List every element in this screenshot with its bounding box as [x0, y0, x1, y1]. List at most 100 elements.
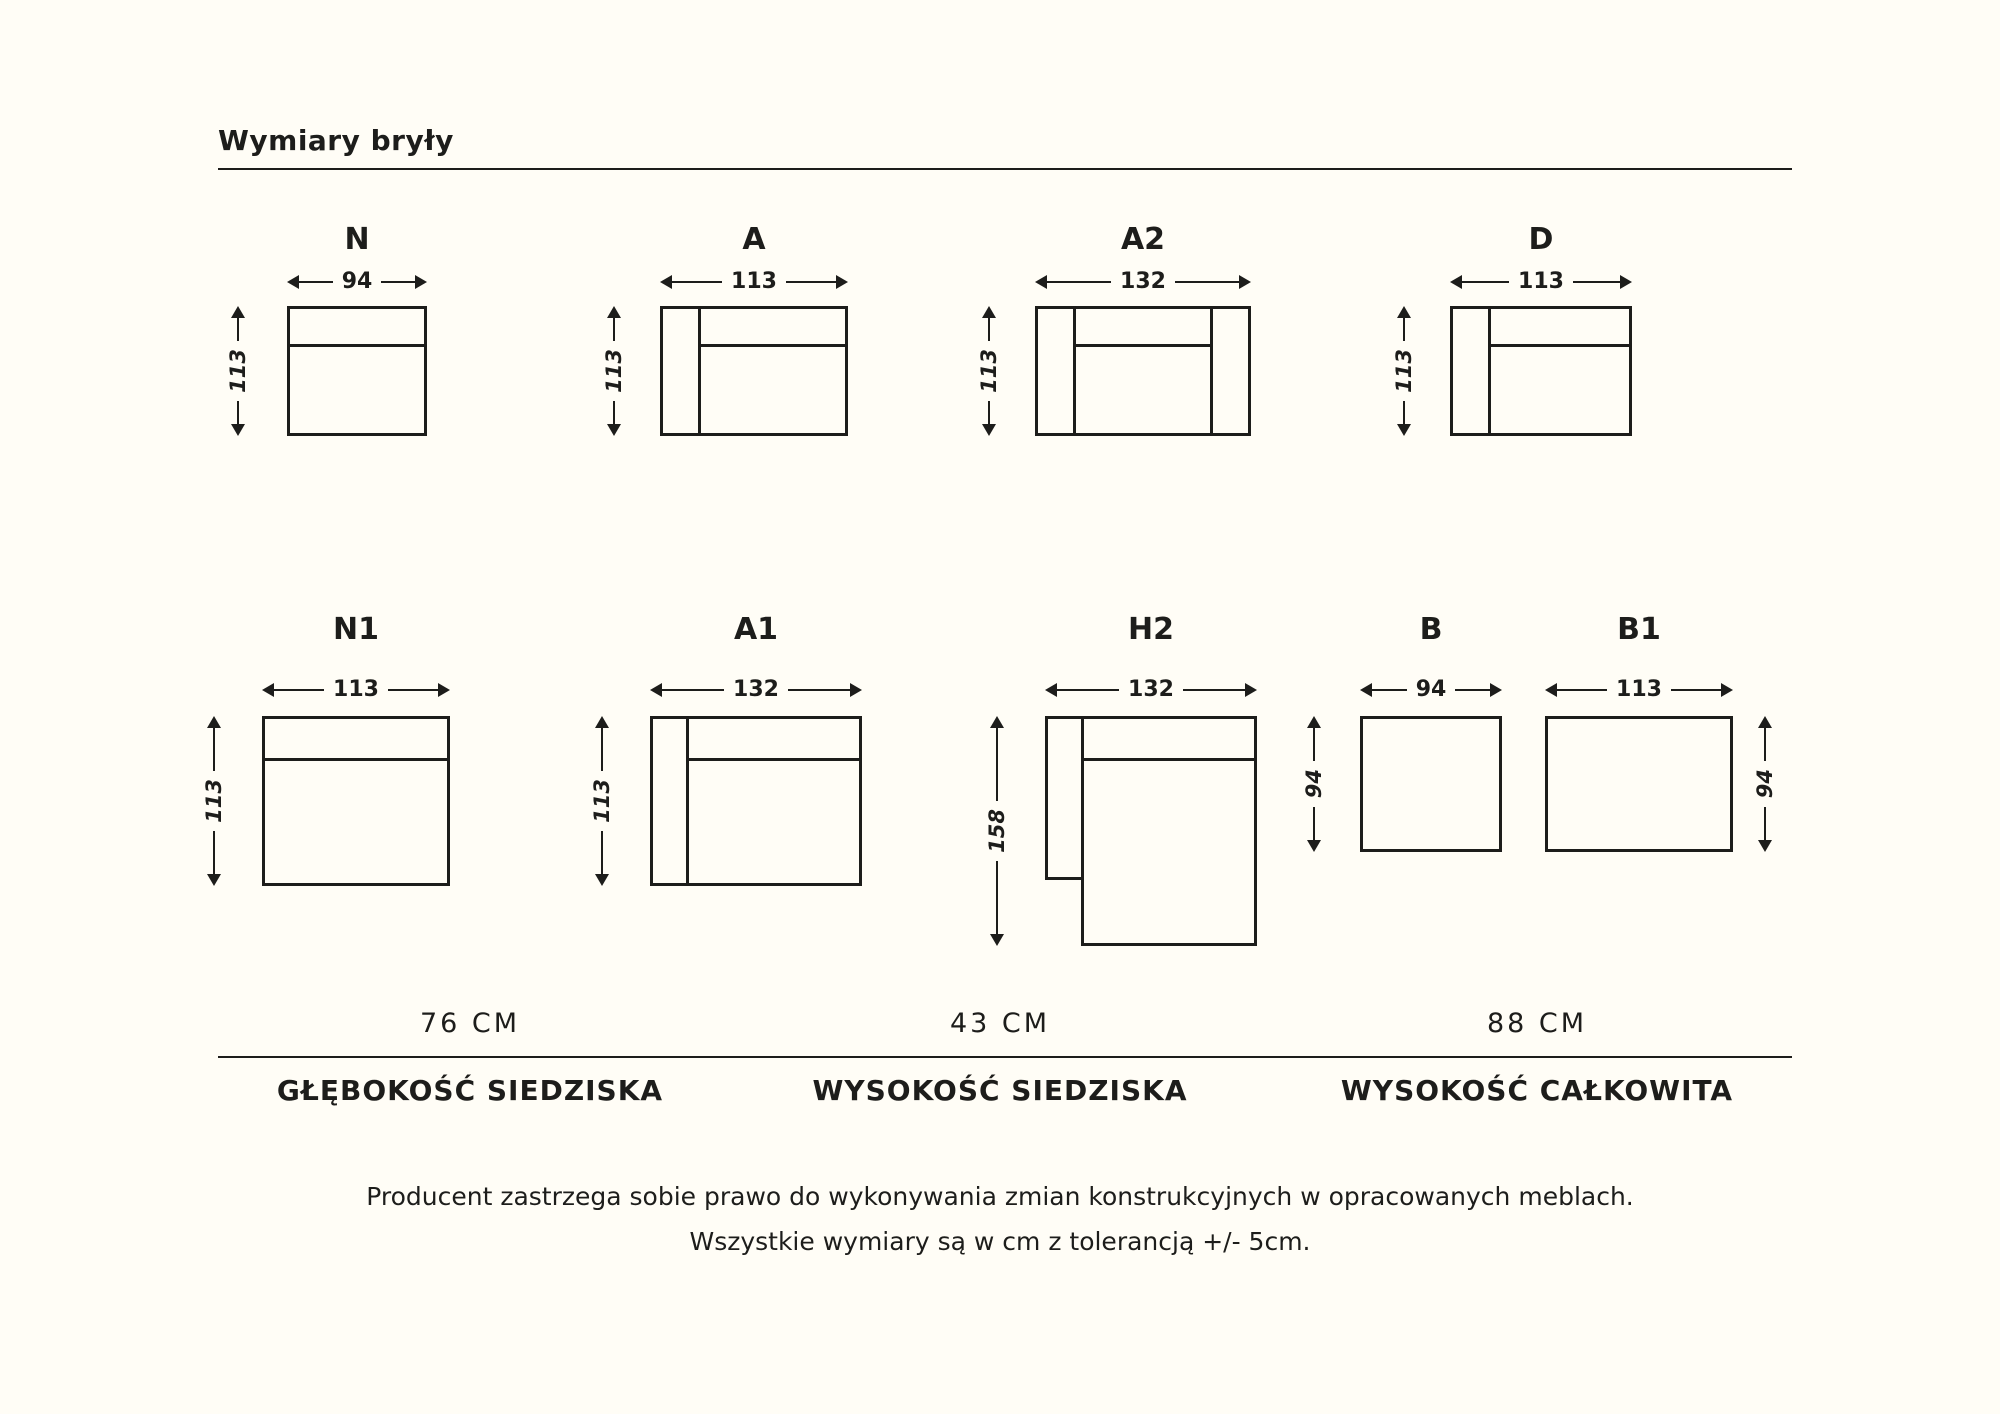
height-arrow: 113	[602, 306, 626, 436]
arrowhead-down-icon	[1397, 424, 1411, 436]
arrow-line	[1313, 728, 1315, 762]
spec-seat-height-label: WYSOKOŚĆ SIEDZISKA	[812, 1074, 1188, 1107]
arrow-line	[1057, 689, 1120, 691]
arrowhead-up-icon	[1307, 716, 1321, 728]
arrowhead-up-icon	[1397, 306, 1411, 318]
arrowhead-right-icon	[836, 275, 848, 289]
width-value: 132	[1128, 677, 1174, 702]
height-value: 94	[1753, 769, 1777, 799]
title-divider	[218, 168, 1792, 170]
module-label: D	[1528, 222, 1554, 257]
width-value: 113	[1616, 677, 1662, 702]
arrowhead-right-icon	[850, 683, 862, 697]
module-label: B	[1419, 612, 1443, 647]
backrest-line	[1073, 344, 1213, 347]
arrowhead-up-icon	[231, 306, 245, 318]
height-arrow: 113	[226, 306, 250, 436]
backrest-line	[265, 758, 447, 761]
arrow-line	[672, 281, 723, 283]
width-arrow: 94	[1360, 679, 1502, 701]
armrest-line	[1210, 309, 1213, 433]
arrow-line	[387, 689, 438, 691]
arrow-line	[1403, 400, 1405, 424]
backrest-line	[1084, 758, 1254, 761]
arrowhead-down-icon	[207, 874, 221, 886]
module-label: N	[344, 222, 370, 257]
arrowhead-down-icon	[990, 934, 1004, 946]
spec-seat-depth-value: 76 CM	[419, 1008, 521, 1039]
arrow-line	[988, 318, 990, 342]
module-label: B1	[1617, 612, 1661, 647]
arrow-line	[1455, 689, 1490, 691]
spec-seat-depth-label: GŁĘBOKOŚĆ SIEDZISKA	[276, 1074, 664, 1107]
arrow-line	[1670, 689, 1721, 691]
backrest-line	[290, 344, 424, 347]
arrow-line	[237, 400, 239, 424]
arrowhead-down-icon	[595, 874, 609, 886]
arrow-line	[1174, 281, 1239, 283]
width-arrow: 113	[660, 269, 848, 294]
height-arrow: 113	[1392, 306, 1416, 436]
backrest-line	[1488, 344, 1629, 347]
arrowhead-up-icon	[990, 716, 1004, 728]
arrowhead-down-icon	[1307, 840, 1321, 853]
arrow-line	[1764, 728, 1766, 762]
arrowhead-right-icon	[1490, 683, 1502, 697]
arrowhead-right-icon	[415, 275, 427, 289]
height-arrow: 94	[1302, 716, 1326, 853]
arrowhead-left-icon	[1035, 275, 1047, 289]
page-title: Wymiary bryły	[218, 124, 454, 157]
module-outline	[1545, 716, 1733, 852]
module-outline	[1081, 716, 1257, 946]
width-arrow: 132	[650, 679, 862, 701]
spec-total-height-label: WYSOKOŚĆ CAŁKOWITA	[1340, 1074, 1734, 1107]
arrow-line	[381, 281, 415, 283]
height-arrow: 113	[590, 716, 614, 886]
module-label: A2	[1120, 222, 1166, 257]
width-arrow: 113	[1450, 269, 1632, 294]
arrowhead-down-icon	[607, 424, 621, 436]
armrest-line	[686, 719, 689, 883]
module-outline	[1035, 306, 1251, 436]
arrowhead-right-icon	[1721, 683, 1733, 697]
arrow-line	[601, 728, 603, 772]
arrow-line	[785, 281, 836, 283]
width-arrow: 113	[262, 677, 450, 702]
module-outline	[660, 306, 848, 436]
module-label: A	[742, 222, 766, 257]
width-value: 113	[731, 269, 777, 294]
module-outline	[287, 306, 427, 436]
height-arrow: 158	[985, 716, 1009, 946]
arrowhead-left-icon	[287, 275, 299, 289]
module-outline	[262, 716, 450, 886]
width-value: 113	[333, 677, 379, 702]
arrow-line	[662, 689, 725, 691]
armrest-outline	[1045, 716, 1081, 880]
arrow-line	[213, 728, 215, 772]
arrowhead-right-icon	[438, 683, 450, 697]
arrowhead-down-icon	[1758, 840, 1772, 853]
arrowhead-right-icon	[1245, 683, 1257, 697]
arrow-line	[1047, 281, 1112, 283]
arrowhead-up-icon	[982, 306, 996, 318]
armrest-line	[1488, 309, 1491, 433]
spec-divider	[218, 1056, 1792, 1058]
arrow-line	[1462, 281, 1510, 283]
arrowhead-down-icon	[982, 424, 996, 436]
module-label: H2	[1128, 612, 1174, 647]
footer-disclaimer: Producent zastrzega sobie prawo do wykon…	[0, 1174, 2000, 1264]
spec-seat-height-value: 43 CM	[949, 1008, 1051, 1039]
backrest-line	[698, 344, 845, 347]
width-value: 113	[1518, 269, 1564, 294]
backrest-line	[686, 758, 859, 761]
arrowhead-left-icon	[660, 275, 672, 289]
width-arrow: 113	[1545, 677, 1733, 702]
